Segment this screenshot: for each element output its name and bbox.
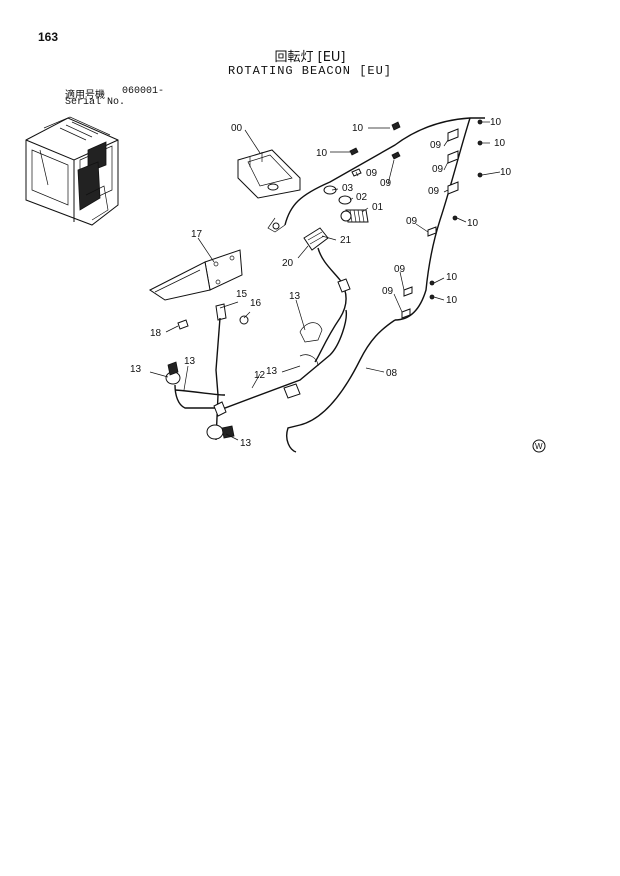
serial-label-japanese: 適用号機: [65, 90, 105, 101]
bolt-washer-01-03: [323, 185, 369, 223]
callout-09-f: 09: [406, 216, 418, 227]
callout-20: 20: [282, 258, 294, 269]
callout-10-b: 10: [316, 148, 328, 159]
clip-set-10: [349, 119, 483, 300]
title-english: ROTATING BEACON [EU]: [227, 64, 393, 78]
callout-16: 16: [250, 298, 262, 309]
callout-09-e: 09: [428, 186, 440, 197]
callout-00: 00: [231, 123, 243, 134]
callout-08: 08: [386, 368, 398, 379]
callout-03: 03: [342, 183, 354, 194]
callout-13-c: 13: [184, 356, 196, 367]
callout-13-e: 13: [240, 438, 252, 449]
callout-10-g: 10: [446, 272, 458, 283]
callout-10-a: 10: [352, 123, 364, 134]
bracket-17: [149, 249, 243, 301]
callout-13-a: 13: [289, 291, 301, 302]
callout-13-d: 13: [266, 366, 278, 377]
callout-09-g: 09: [394, 264, 406, 275]
leader-lines: [149, 121, 501, 441]
svg-text:W: W: [535, 442, 543, 451]
callout-13-b: 13: [130, 364, 142, 375]
switch-13-left: [165, 361, 181, 385]
cab-locator-drawing: [25, 116, 119, 226]
callout-02: 02: [356, 192, 368, 203]
callout-09-b: 09: [380, 178, 392, 189]
callout-10-e: 10: [500, 167, 512, 178]
bracket-00: [237, 149, 301, 199]
callout-09-d: 09: [432, 164, 444, 175]
callout-17: 17: [191, 229, 203, 240]
band-09-parts: [351, 128, 459, 319]
switch-13-bottom: [206, 424, 235, 440]
callout-10-h: 10: [446, 295, 458, 306]
circled-w-mark: W: [532, 439, 546, 453]
title-japanese: 回転灯 [EU]: [274, 50, 346, 65]
callout-10-d: 10: [494, 138, 506, 149]
callout-15: 15: [236, 289, 248, 300]
callout-01: 01: [372, 202, 384, 213]
callout-10-c: 10: [490, 117, 502, 128]
page-number: 163: [38, 30, 59, 44]
serial-label-english: Serial No.: [65, 97, 126, 108]
callout-09-c: 09: [430, 140, 442, 151]
callout-18: 18: [150, 328, 162, 339]
callout-09-h: 09: [382, 286, 394, 297]
callout-12: 12: [254, 370, 266, 381]
callout-10-f: 10: [467, 218, 479, 229]
callout-09-a: 09: [366, 168, 378, 179]
serial-value: 060001-: [122, 86, 165, 97]
callout-21: 21: [340, 235, 352, 246]
